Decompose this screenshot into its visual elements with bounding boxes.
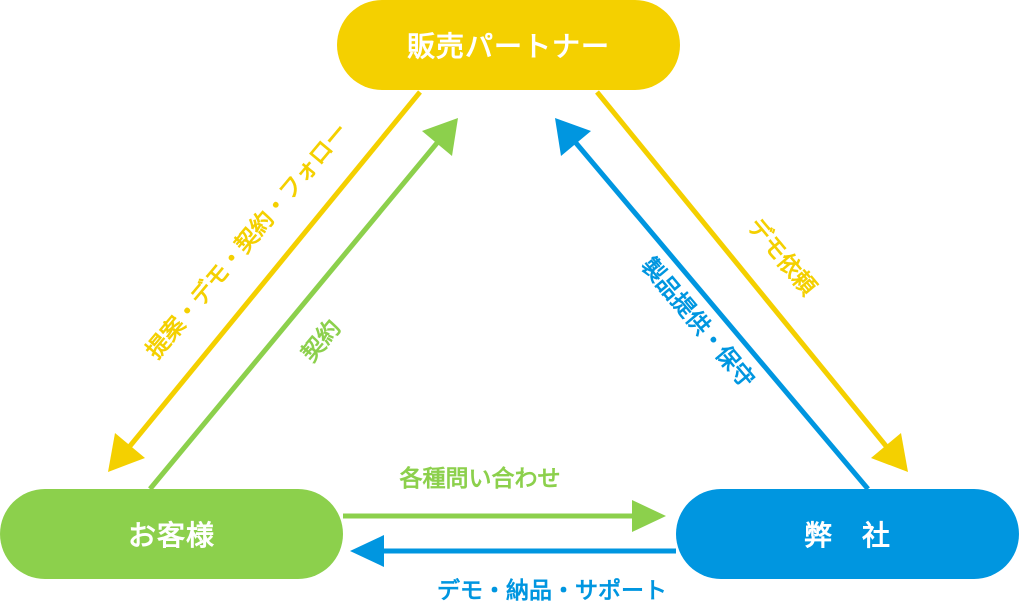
label-company-to-customer: デモ・納品・サポート [437, 578, 667, 604]
arrow-company-to-customer [350, 535, 676, 567]
arrow-partner-to-customer [108, 90, 422, 472]
arrow-customer-to-company [343, 500, 666, 532]
partner-label: 販売パートナー [406, 30, 610, 63]
customer-label: お客様 [127, 519, 215, 552]
label-customer-to-company: 各種問い合わせ [399, 466, 561, 492]
arrow-company-to-partner [555, 118, 870, 491]
customer-node: お客様 [0, 489, 343, 579]
partner-node: 販売パートナー [337, 0, 680, 90]
arrow-customer-to-partner [148, 118, 458, 491]
arrow-partner-to-company [595, 90, 908, 472]
company-label: 弊 社 [803, 519, 891, 552]
company-node: 弊 社 [676, 489, 1019, 579]
